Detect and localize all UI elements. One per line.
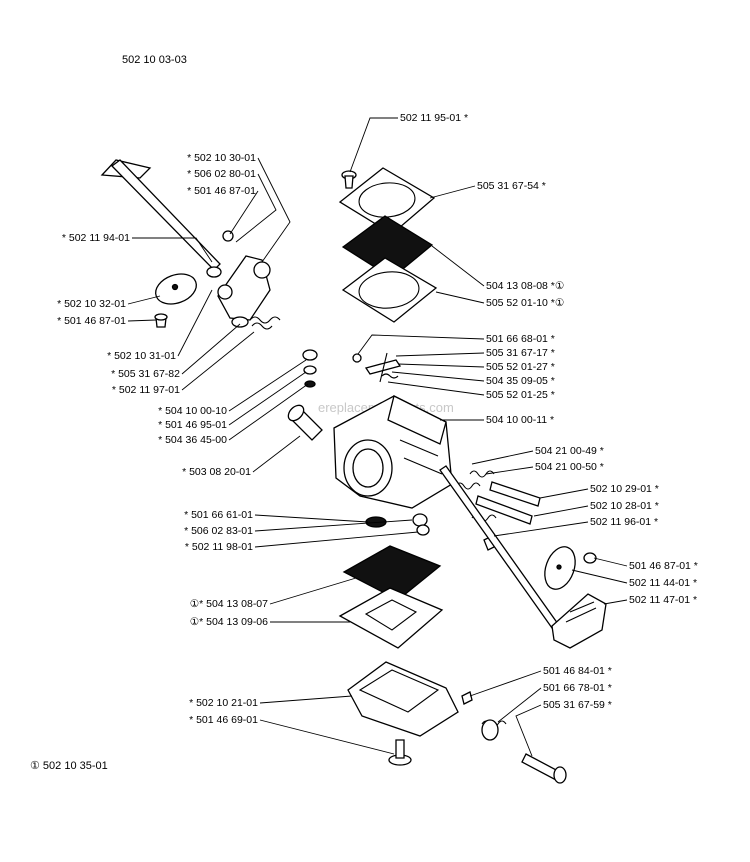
part-label-504-10-00-10: * 504 10 00-10	[158, 405, 227, 417]
part-label-505-52-01-27: 505 52 01-27 *	[486, 361, 555, 373]
part-label-501-46-95-01: * 501 46 95-01	[158, 419, 227, 431]
part-label-502-11-97-01: * 502 11 97-01	[112, 384, 180, 396]
part-label-501-46-84-01: 501 46 84-01 *	[543, 665, 612, 677]
throttle-return-spring	[249, 316, 281, 330]
metering-cover	[347, 661, 459, 737]
part-label-505-52-01-25: 505 52 01-25 *	[486, 389, 555, 401]
part-label-502-10-28-01: 502 10 28-01 *	[590, 500, 659, 512]
footnote: ① 502 10 35-01	[30, 760, 108, 772]
part-label-504-21-00-50: 504 21 00-50 *	[535, 461, 604, 473]
part-label-504-35-09-05: 504 35 09-05 *	[486, 375, 555, 387]
throttle-shaft	[100, 159, 222, 278]
throttle-screw	[154, 313, 168, 328]
metering-gasket	[338, 587, 444, 649]
part-label-505-52-01-10: 505 52 01-10 *①	[486, 297, 565, 309]
idle-screw	[521, 753, 567, 784]
part-label-502-11-47-01: 502 11 47-01 *	[629, 594, 697, 606]
part-label-504-13-08-08: 504 13 08-08 *①	[486, 280, 565, 292]
idle-spring	[481, 719, 507, 741]
part-label-501-46-69-01: * 501 46 69-01	[189, 714, 258, 726]
part-label-502-11-95-01: 502 11 95-01 *	[400, 112, 468, 124]
part-label-504-36-45-00: * 504 36 45-00	[158, 434, 227, 446]
part-label-501-46-87-01-lower: * 501 46 87-01	[57, 315, 126, 327]
part-label-506-02-83-01: * 506 02 83-01	[184, 525, 253, 537]
part-label-505-31-67-17: 505 31 67-17 *	[486, 347, 555, 359]
needle-valve-group	[352, 352, 402, 383]
part-label-503-08-20-01: * 503 08 20-01	[182, 466, 251, 478]
choke-lever	[551, 593, 607, 649]
part-label-504-21-00-49: 504 21 00-49 *	[535, 445, 604, 457]
part-label-505-31-67-54: 505 31 67-54 *	[477, 180, 546, 192]
part-label-502-11-44-01: 502 11 44-01 *	[629, 577, 697, 589]
part-label-501-46-87-01-upper: * 501 46 87-01	[187, 185, 256, 197]
part-label-501-66-68-01: 501 66 68-01 *	[486, 333, 555, 345]
choke-valve-disc	[544, 546, 576, 590]
part-label-504-10-00-11: 504 10 00-11 *	[486, 414, 554, 426]
part-label-501-46-87-01-right: 501 46 87-01 *	[629, 560, 698, 572]
throttle-lever	[217, 230, 271, 328]
throttle-valve-disc	[155, 273, 197, 305]
leader-lines	[127, 117, 628, 757]
part-label-505-31-67-59: 505 31 67-59 *	[543, 699, 612, 711]
part-label-506-02-80-01: * 506 02 80-01	[187, 168, 256, 180]
part-label-502-10-21-01: * 502 10 21-01	[189, 697, 258, 709]
idle-pin	[461, 691, 473, 705]
part-label-504-13-08-07: ①* 504 13 08-07	[190, 598, 268, 610]
part-label-502-11-98-01: * 502 11 98-01	[185, 541, 253, 553]
part-label-505-31-67-82: * 505 31 67-82	[111, 368, 180, 380]
part-label-502-11-96-01: 502 11 96-01 *	[590, 516, 658, 528]
intake-fitting	[287, 404, 323, 441]
part-label-502-10-30-01: * 502 10 30-01	[187, 152, 256, 164]
part-label-502-11-94-01: * 502 11 94-01	[62, 232, 130, 244]
cover-screw	[388, 739, 412, 766]
part-label-504-13-09-06: ①* 504 13 09-06	[190, 616, 268, 628]
low-speed-needle	[455, 482, 533, 525]
part-label-502-10-29-01: 502 10 29-01 *	[590, 483, 659, 495]
part-label-502-10-31-01: * 502 10 31-01	[107, 350, 176, 362]
diagram-number: 502 10 03-03	[122, 54, 187, 66]
high-speed-needle	[469, 470, 541, 507]
part-label-501-66-61-01: * 501 66 61-01	[184, 509, 253, 521]
stack-screw-washers	[302, 349, 318, 388]
part-label-502-10-32-01: * 502 10 32-01	[57, 298, 126, 310]
metering-diaphragm	[342, 545, 442, 601]
plug-screw	[412, 513, 430, 536]
part-label-501-66-78-01: 501 66 78-01 *	[543, 682, 612, 694]
pump-cover-screw	[341, 170, 357, 189]
pump-gasket	[341, 257, 438, 323]
carburetor-body	[333, 395, 453, 509]
choke-screw	[583, 552, 597, 564]
